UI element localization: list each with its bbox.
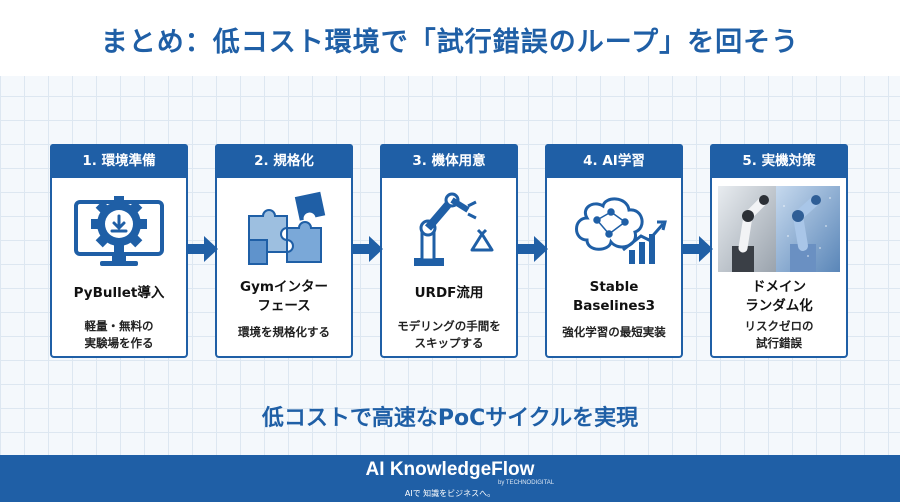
step-heading: 5. 実機対策 [710,144,848,178]
brand-tagline: AIで 知識をビジネスへ。 [404,489,496,498]
robot-arm-photo [718,186,840,272]
robot-arm-recycle-icon [414,192,494,266]
step-heading: 3. 機体用意 [380,144,518,178]
arrow-right-icon [683,236,713,262]
step-sub-label: 強化学習の最短実装 [562,325,666,339]
step-heading: 2. 規格化 [215,144,353,178]
step-card-1: 1. 環境準備 PyBullet導入 軽量・無料の 実験場を作る [50,144,188,358]
arrow-right-icon [518,236,548,262]
step-card-2: 2. 規格化 Gymインター フェース 環境を規格化する [215,144,353,358]
monitor-gear-download-icon [74,196,164,266]
footer-bar: AI KnowledgeFlow by TECHNODIGITAL AIで 知識… [0,455,900,502]
step-card-4: 4. AI学習 Stable Baselines3 強化学習の最短実装 [545,144,683,358]
puzzle-pieces-icon [248,191,326,265]
step-main-label: Gymインター フェース [240,279,328,314]
step-sub-label: 環境を規格化する [238,325,330,339]
brand-logo-text: AI KnowledgeFlow [365,459,535,480]
step-main-label: URDF流用 [414,285,484,301]
arrow-right-icon [188,236,218,262]
summary-text: 低コストで高速なPoCサイクルを実現 [261,406,639,431]
brand-byline: by TECHNODIGITAL [498,480,555,486]
step-sub-label: リスクゼロの 試行錯誤 [744,319,814,350]
step-main-label: PyBullet導入 [73,285,165,301]
step-sub-label: モデリングの手間を スキップする [397,319,501,350]
page-title: まとめ：低コスト環境で「試行錯誤のループ」を回そう [100,27,800,58]
step-main-label: Stable Baselines3 [572,279,656,314]
step-card-3: 3. 機体用意 URDF流用 モデリングの手間を スキップする [380,144,518,358]
step-heading: 4. AI学習 [545,144,683,178]
brain-network-chart-icon [575,197,667,264]
step-heading: 1. 環境準備 [50,144,188,178]
step-sub-label: 軽量・無料の 実験場を作る [84,319,154,350]
arrow-right-icon [353,236,383,262]
step-card-5: 5. 実機対策 ドメイン ランダム化 リスクゼロの 試行錯誤 [710,144,848,358]
step-main-label: ドメイン ランダム化 [745,279,813,314]
title-band [0,0,900,76]
